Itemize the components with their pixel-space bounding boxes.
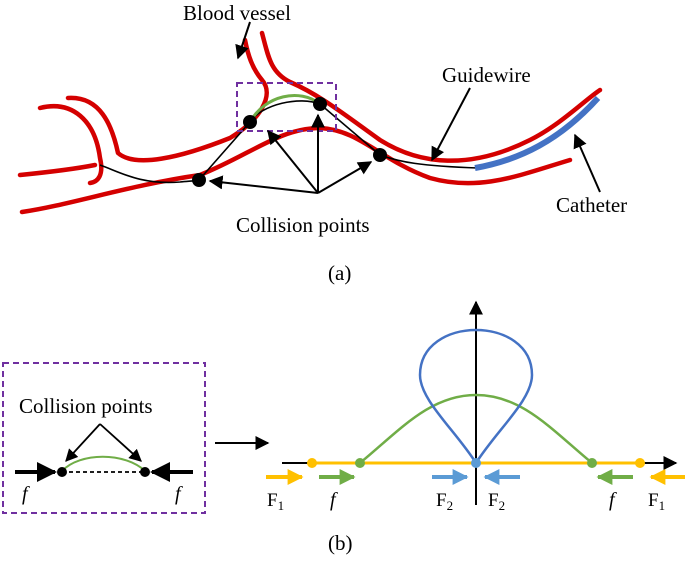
catheter: [474, 95, 601, 171]
green-arch: [359, 393, 593, 464]
guidewire: [99, 100, 479, 184]
blue-loop: [418, 328, 534, 464]
collision-arrow-4: [317, 161, 373, 194]
f2-label-right: F2: [488, 490, 505, 513]
f1-label-left: F1: [267, 490, 284, 513]
vessel-wall-left-upper: [37, 104, 104, 186]
guidewire-bend: [248, 94, 321, 123]
inset-title: Collision points: [19, 394, 153, 418]
collision-point-4: [373, 148, 387, 162]
f-label-left: f: [330, 489, 338, 511]
f1-label-right: F1: [648, 490, 665, 513]
guidewire-label: Guidewire: [442, 63, 531, 87]
inset-force-left-label: f: [22, 483, 30, 505]
panel-a-caption: (a): [328, 261, 351, 285]
panel-a: Blood vessel Guidewire Catheter Collisio…: [17, 1, 627, 285]
label-arrows: [208, 21, 601, 194]
f2-label-left: F2: [436, 490, 453, 513]
collision-point-3: [313, 97, 327, 111]
collision-arrow-2: [267, 129, 319, 194]
green-point-left: [355, 458, 365, 468]
yellow-point-left: [307, 458, 317, 468]
f-label-right: f: [609, 489, 617, 511]
inset-title-arrows: [65, 423, 142, 462]
blood-vessel-arrow: [235, 21, 251, 60]
vessel-wall-left-lower: [65, 37, 269, 163]
inset-green-bend: [61, 455, 146, 472]
yellow-point-right: [635, 458, 645, 468]
collision-points: [192, 97, 387, 187]
collision-arrow-1: [208, 175, 319, 194]
inset-arrow-left: [65, 423, 101, 462]
guidewire-arrow: [431, 87, 471, 162]
zoom-box: [236, 82, 337, 132]
catheter-label: Catheter: [556, 193, 627, 217]
collision-point-1: [192, 173, 206, 187]
collision-point-2: [243, 115, 257, 129]
vessel-wall-mouth: [17, 162, 98, 178]
guidewire-path: [99, 100, 479, 184]
catheter-arrow: [573, 133, 601, 193]
panel-b: Collision points f f: [2, 300, 685, 555]
inset-point-right: [140, 467, 150, 477]
blood-vessel-walls: [17, 30, 603, 215]
green-point-right: [587, 458, 597, 468]
blue-point-center: [471, 458, 481, 468]
inset-force-right-label: f: [175, 483, 183, 505]
inset-arrow-right: [99, 423, 142, 462]
panel-b-caption: (b): [328, 531, 353, 555]
collision-points-label: Collision points: [236, 213, 370, 237]
vessel-wall-main-lower: [19, 125, 573, 215]
inset-point-left: [57, 467, 67, 477]
blood-vessel-label: Blood vessel: [183, 1, 291, 25]
vessel-wall-main-upper: [259, 30, 603, 163]
inset-box: [2, 362, 206, 514]
